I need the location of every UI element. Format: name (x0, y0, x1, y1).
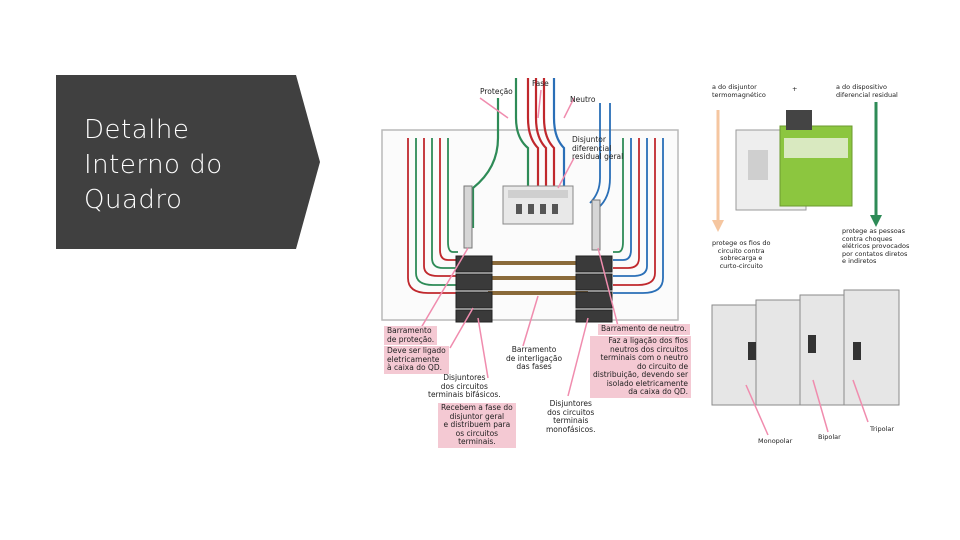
label-top-left: a do disjuntor termomagnético (712, 84, 766, 99)
label-plus: + (792, 86, 797, 94)
label-bipolar: Bipolar (818, 434, 841, 442)
title-line: Quadro (84, 183, 223, 218)
slide-title: Detalhe Interno do Quadro (84, 113, 223, 218)
label-monopolar: Monopolar (758, 438, 792, 446)
label-disjuntores-monofasicos: Disjuntores dos circuitos terminais mono… (546, 400, 595, 434)
label-right-note: protege as pessoas contra choques elétri… (842, 228, 909, 266)
label-disjuntor-dr: Disjuntor diferencial residual geral (572, 136, 623, 162)
label-neutro: Neutro (570, 96, 595, 105)
label-protecao: Proteção (480, 88, 513, 97)
label-barramento-neutro: Barramento de neutro. (598, 324, 690, 335)
title-banner: Detalhe Interno do Quadro (56, 75, 320, 249)
label-barramento-protecao: Barramento de proteção. (384, 326, 437, 345)
label-barramento-neutro-note: Faz a ligação dos fios neutros dos circu… (590, 336, 691, 398)
label-tripolar: Tripolar (870, 426, 894, 434)
breaker-photos: a do disjuntor termomagnético + a do dis… (708, 80, 908, 450)
label-disjuntores-bifasicos: Disjuntores dos circuitos terminais bifá… (428, 374, 501, 400)
distribution-board-diagram: Proteção Fase Neutro Disjuntor diferenci… (378, 78, 698, 450)
title-line: Detalhe (84, 113, 223, 148)
label-barramento-interligacao: Barramento de interligação das fases (506, 346, 562, 372)
label-top-right: a do dispositivo diferencial residual (836, 84, 898, 99)
label-barramento-protecao-note: Deve ser ligado eletricamente à caixa do… (384, 346, 449, 374)
label-fase: Fase (532, 80, 549, 89)
label-disjuntores-bifasicos-note: Recebem a fase do disjuntor geral e dist… (438, 403, 516, 448)
label-left-note: protege os fios do circuito contra sobre… (712, 240, 770, 270)
title-line: Interno do (84, 148, 223, 183)
